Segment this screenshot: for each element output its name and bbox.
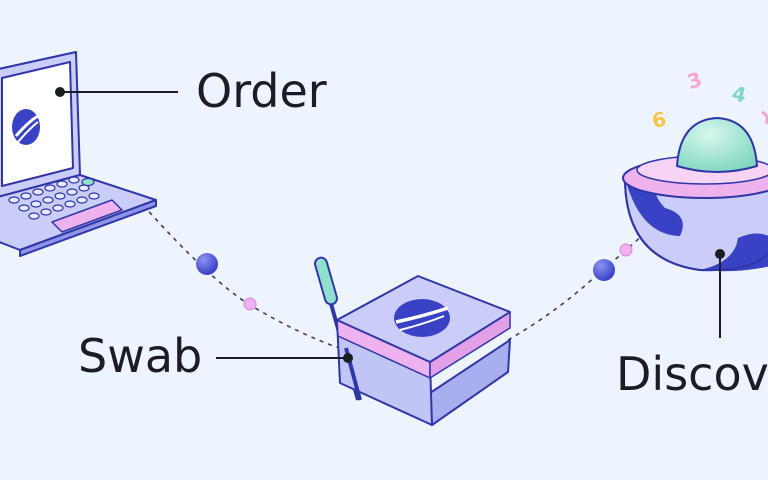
floating-digit-fragment xyxy=(761,110,768,125)
connector-node-blue xyxy=(593,259,615,281)
step-label-order: Order xyxy=(196,64,327,118)
laptop-icon xyxy=(0,51,157,257)
floating-digit: 4 xyxy=(730,81,749,107)
callout-discover: Discov xyxy=(616,254,768,401)
globe-discovery-icon xyxy=(622,117,768,272)
logo-mark-icon xyxy=(12,109,40,145)
step-label-swab: Swab xyxy=(78,329,202,383)
floating-digit: 3 xyxy=(684,67,705,94)
connector-node-pink xyxy=(619,243,633,257)
step-label-discover: Discov xyxy=(616,347,768,401)
logo-mark-icon xyxy=(394,299,450,337)
connector-node-blue xyxy=(196,253,218,275)
floating-digit: 6 xyxy=(650,107,669,133)
connector-node-pink xyxy=(243,297,257,311)
swab-kit-box-icon xyxy=(314,256,511,426)
callout-order: Order xyxy=(55,64,327,118)
callout-swab: Swab xyxy=(78,329,353,383)
